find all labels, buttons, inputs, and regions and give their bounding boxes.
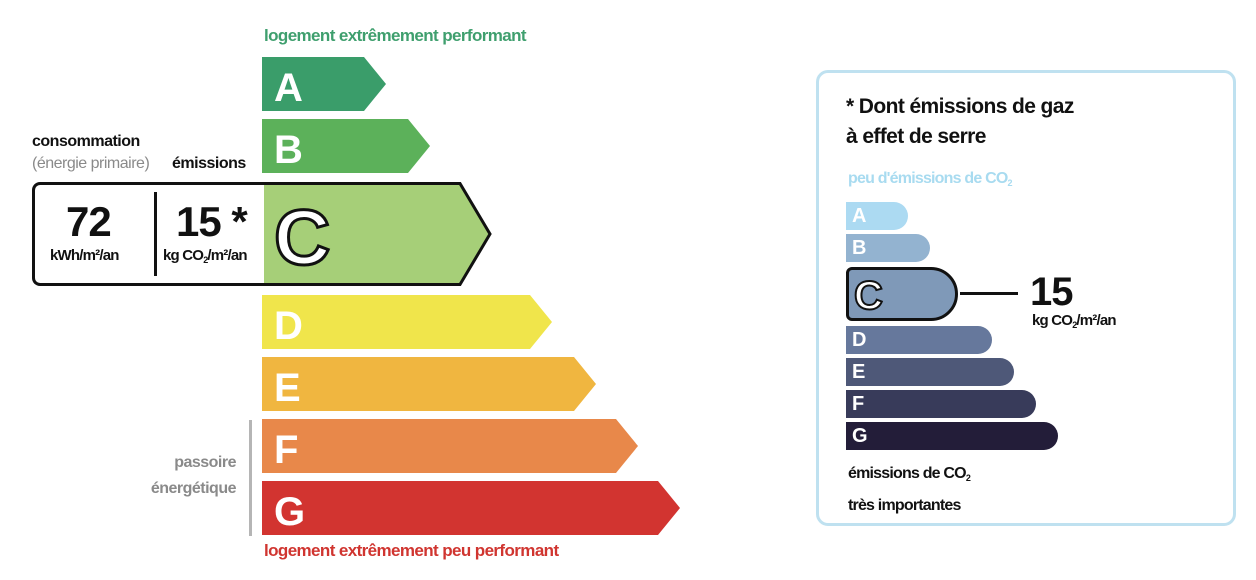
ges-class-bar-f: F <box>846 390 1036 418</box>
dpe-class-letter-e: E <box>274 366 301 410</box>
ges-bottom-line-1: émissions de CO2 <box>848 465 971 483</box>
ges-value: 15 <box>1030 270 1073 314</box>
ges-class-letter-b: B <box>852 237 867 259</box>
dpe-class-letter-b: B <box>274 128 303 172</box>
ges-class-bar-d: D <box>846 326 992 354</box>
ges-class-bar-g: G <box>846 422 1058 450</box>
ges-top-label: peu d'émissions de CO2 <box>848 170 1013 188</box>
dpe-class-letter-f: F <box>274 428 298 472</box>
ges-current-class-letter-svg: C <box>853 273 884 318</box>
dpe-current-class-arrow: C <box>262 182 492 286</box>
ges-class-bar-b: B <box>846 234 930 262</box>
emissions-value: 15 * <box>176 198 248 245</box>
consumption-unit: kWh/m²/an <box>50 247 119 264</box>
passoire-bracket <box>249 420 252 536</box>
ges-bottom-label: émissions de CO2 très importantes <box>848 460 971 519</box>
passoire-label: passoire énergétique <box>130 450 237 502</box>
dpe-top-label: logement extrêmement performant <box>264 26 527 45</box>
ges-pointer-line <box>960 292 1018 295</box>
ges-current-class-bar <box>846 267 958 321</box>
dpe-class-bar-e: E <box>262 357 596 411</box>
ges-bottom-line-2: très importantes <box>848 497 961 514</box>
ges-class-bar-a: A <box>846 202 908 230</box>
ges-class-letter-d: D <box>852 329 867 351</box>
passoire-line-2: énergétique <box>150 480 237 497</box>
dpe-class-bar-a: A <box>262 57 386 111</box>
ges-panel-title: * Dont émissions de gaz à effet de serre <box>846 92 1074 152</box>
ges-title-line-2: à effet de serre <box>846 125 986 148</box>
dpe-class-bar-g: G <box>262 481 680 535</box>
ges-current-class-letter: C <box>854 274 883 318</box>
emissions-unit: kg CO2/m²/an <box>163 247 248 265</box>
dpe-bottom-label: logement extrêmement peu performant <box>264 541 559 560</box>
consumption-subtitle: (énergie primaire) <box>32 155 150 172</box>
dpe-class-bar-f: F <box>262 419 638 473</box>
ges-class-bar-e: E <box>846 358 1014 386</box>
dpe-class-letter-g: G <box>274 490 305 534</box>
dpe-values-box <box>32 182 264 286</box>
ges-unit: kg CO2/m²/an <box>1032 312 1117 330</box>
ges-class-letter-f: F <box>852 393 865 415</box>
passoire-line-1: passoire <box>174 454 236 471</box>
dpe-class-bar-b: B <box>262 119 430 173</box>
dpe-class-bar-d: D <box>262 295 552 349</box>
ges-class-letter-g: G <box>852 425 868 447</box>
ges-class-letter-a: A <box>852 205 867 227</box>
dpe-current-class-letter: C <box>274 193 330 281</box>
values-divider <box>154 192 157 276</box>
consumption-title: consommation <box>32 133 140 150</box>
dpe-class-letter-a: A <box>274 66 303 110</box>
ges-title-line-1: * Dont émissions de gaz <box>846 95 1074 118</box>
dpe-class-letter-d: D <box>274 304 303 348</box>
ges-class-letter-e: E <box>852 361 866 383</box>
emissions-title: émissions <box>172 155 246 172</box>
consumption-value: 72 <box>66 198 112 245</box>
